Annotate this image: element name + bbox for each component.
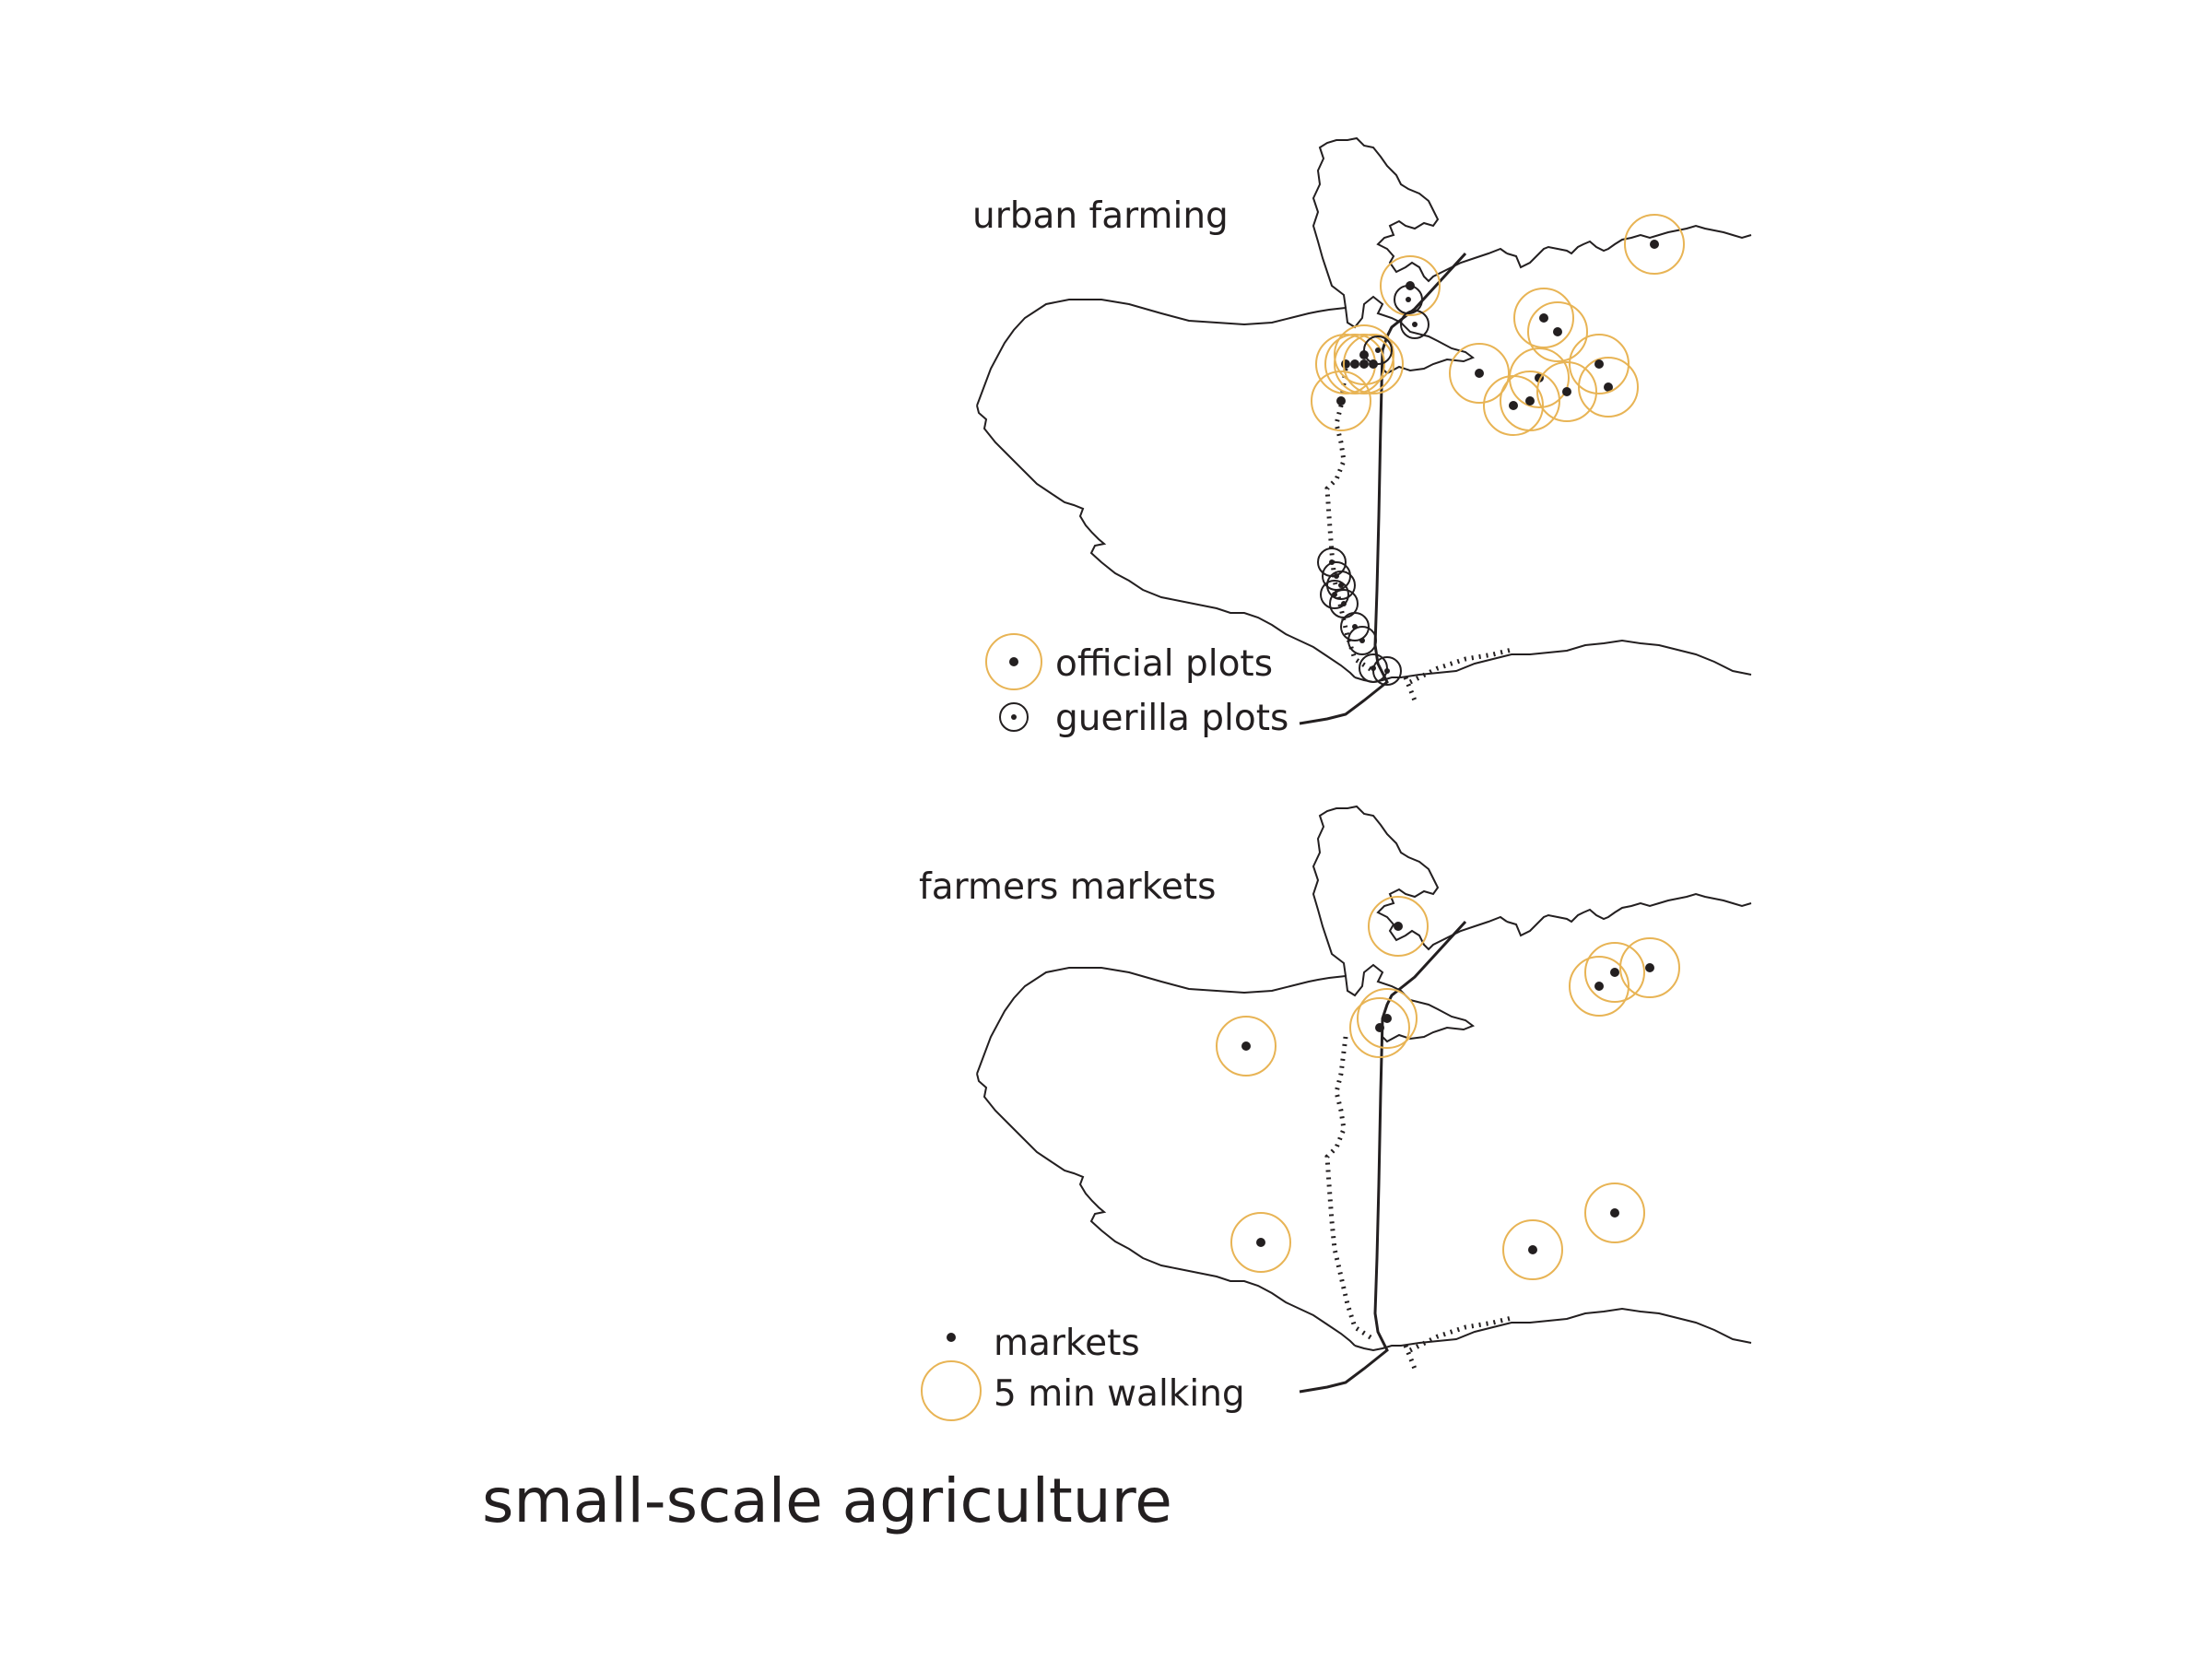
guerilla-plot-dot (1406, 297, 1411, 302)
map-title-urban-farming: urban farming (972, 195, 1229, 237)
legend-label-walking: 5 min walking (994, 1373, 1245, 1415)
legend-label-guerilla: guerilla plots (1055, 698, 1289, 739)
official-plot-ring (1569, 334, 1630, 394)
market-dot (1394, 922, 1403, 931)
official-plot-dot (1525, 396, 1535, 406)
legend-guerilla-dot (1011, 714, 1017, 720)
official-plot-ring (1527, 301, 1588, 362)
legend-label-markets: markets (994, 1323, 1140, 1364)
official-plot-ring (1324, 334, 1385, 394)
official-plot-ring (1536, 361, 1597, 422)
official-plot-ring (1311, 371, 1371, 431)
official-plot-dot (1336, 396, 1346, 406)
page-title: small-scale agriculture (482, 1465, 1172, 1536)
guerilla-plot-dot (1375, 347, 1381, 353)
market-dot (1610, 968, 1619, 977)
guerilla-plot-ring (1394, 285, 1423, 314)
legend-market-dot (947, 1333, 956, 1342)
guerilla-plot-ring (1326, 571, 1356, 600)
official-plot-dot (1594, 359, 1604, 369)
guerilla-plot-ring (1363, 335, 1393, 365)
rail-line (1298, 252, 1467, 725)
market-dot (1375, 1023, 1384, 1032)
official-plot-dot (1341, 359, 1350, 369)
guerilla-plot-dot (1341, 601, 1347, 606)
rail-line (1298, 920, 1467, 1394)
hatched-route (1327, 1037, 1512, 1369)
market-dot (1610, 1208, 1619, 1218)
official-plot-dot (1604, 382, 1613, 392)
guerilla-plot-dot (1359, 638, 1365, 643)
guerilla-plot-dot (1334, 573, 1339, 579)
market-ring (1502, 1219, 1563, 1280)
guerilla-plot-ring (1400, 310, 1430, 339)
official-plot-ring (1343, 334, 1404, 394)
official-plot-ring (1380, 255, 1441, 316)
legend-label-official: official plots (1055, 643, 1274, 685)
market-dot (1382, 1014, 1392, 1023)
market-ring (1357, 988, 1418, 1049)
official-plot-dot (1562, 387, 1571, 396)
official-plots (1311, 214, 1685, 686)
markets (1216, 896, 1680, 1280)
legend-guerilla-ring (999, 702, 1029, 732)
official-plot-ring (1449, 343, 1510, 404)
official-plot-ring (1624, 214, 1685, 275)
guerilla-plot-dot (1412, 322, 1418, 327)
official-plot-ring (1509, 347, 1570, 408)
map-title-farmers-markets: farmers markets (919, 866, 1217, 908)
market-ring (1349, 997, 1410, 1058)
market-ring (1368, 896, 1429, 957)
guerilla-plot-ring (1372, 656, 1402, 686)
market-dot (1645, 963, 1654, 972)
market-dot (1528, 1245, 1537, 1254)
market-ring (1230, 1212, 1291, 1273)
market-dot (1256, 1238, 1265, 1247)
urban-farming-map (976, 137, 1752, 732)
guerilla-plot-ring (1347, 626, 1377, 655)
official-plot-dot (1359, 359, 1369, 369)
market-ring (1216, 1016, 1277, 1077)
official-plot-dot (1509, 401, 1518, 410)
official-plot-dot (1539, 313, 1548, 323)
farmers-markets-map (921, 806, 1752, 1421)
official-plot-dot (1475, 369, 1484, 378)
hatched-route (1327, 369, 1512, 700)
legend-official-dot (1009, 657, 1018, 666)
guerilla-plot-ring (1340, 612, 1370, 641)
official-plot-ring (1578, 357, 1639, 418)
official-plot-dot (1650, 240, 1659, 249)
official-plot-ring (1500, 371, 1560, 431)
legend-official-ring (985, 633, 1042, 690)
market-dot (1594, 982, 1604, 991)
market-ring (1584, 1182, 1645, 1243)
guerilla-plot-ring (1320, 580, 1349, 609)
official-plot-ring (1513, 288, 1574, 348)
market-dot (1241, 1041, 1251, 1051)
legend-walking-ring (921, 1360, 982, 1421)
official-plot-ring (1334, 324, 1394, 385)
market-ring (1584, 942, 1645, 1003)
official-plot-ring (1334, 334, 1394, 394)
market-ring (1619, 937, 1680, 998)
official-plot-dot (1350, 359, 1359, 369)
market-ring (1569, 956, 1630, 1017)
guerilla-plot-dot (1384, 668, 1390, 674)
official-plot-dot (1553, 327, 1562, 336)
